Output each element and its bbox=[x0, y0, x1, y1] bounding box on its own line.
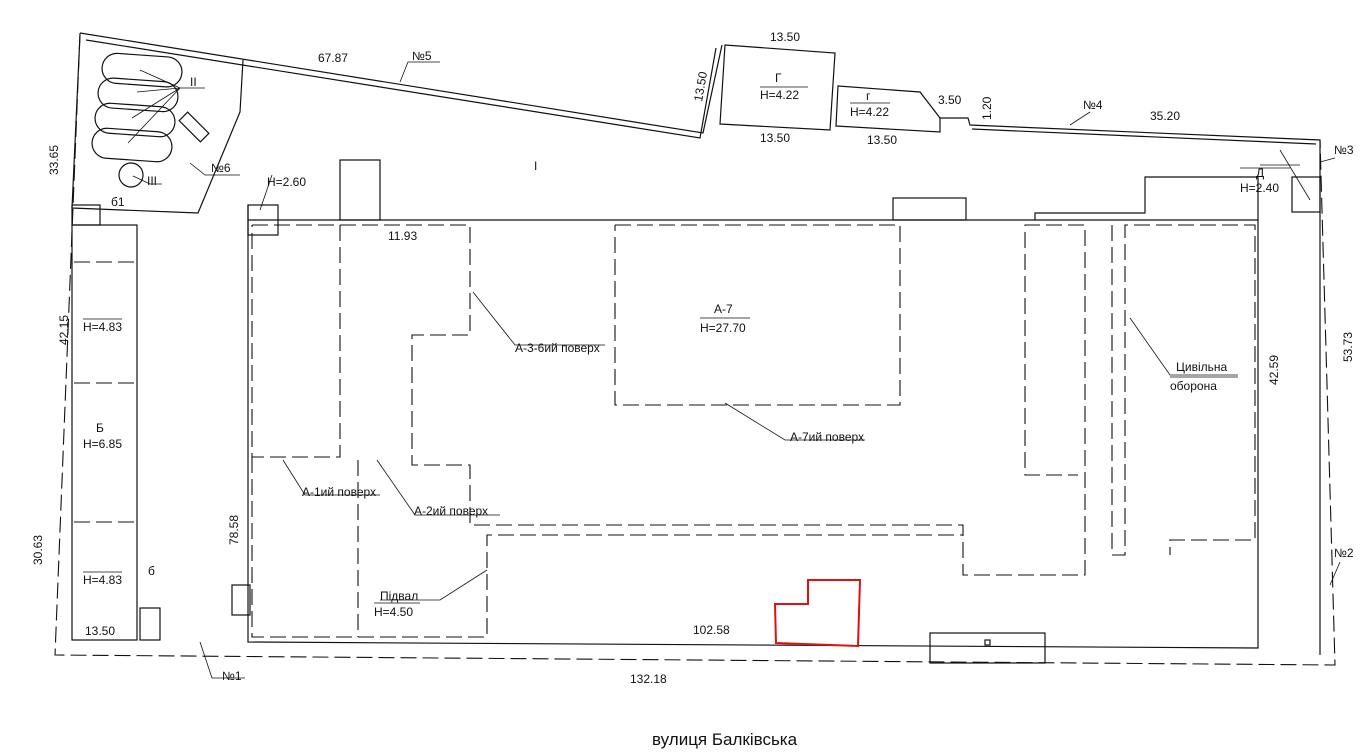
svg-text:11.93: 11.93 bbox=[388, 229, 417, 243]
entrance-door bbox=[984, 639, 991, 646]
svg-text:Г: Г bbox=[775, 71, 782, 85]
building-b-small bbox=[139, 607, 161, 641]
site-boundary bbox=[54, 32, 1336, 666]
floor-a36 bbox=[340, 224, 1086, 576]
svg-text:№1: №1 bbox=[222, 669, 242, 683]
svg-text:1.20: 1.20 bbox=[980, 96, 994, 120]
svg-text:А-3-6ий поверх: А-3-6ий поверх bbox=[515, 341, 600, 355]
svg-text:13.50: 13.50 bbox=[85, 624, 115, 638]
svg-text:б1: б1 bbox=[111, 195, 125, 209]
building-b-divisions bbox=[74, 261, 135, 523]
svg-text:II: II bbox=[190, 75, 197, 89]
markers: №1 №2 №3 №4 №5 №6 I II III б1 б bbox=[111, 49, 1354, 683]
svg-text:30.63: 30.63 bbox=[31, 535, 45, 565]
building-b bbox=[71, 224, 138, 641]
floor-civil bbox=[1111, 224, 1256, 556]
svg-text:А-7: А-7 bbox=[714, 302, 733, 316]
svg-text:Цивільна: Цивільна bbox=[1176, 360, 1228, 374]
tank-enclosure bbox=[71, 34, 244, 214]
basement bbox=[251, 457, 963, 638]
svg-text:оборона: оборона bbox=[1170, 379, 1217, 393]
svg-text:А-1ий поверх: А-1ий поверх bbox=[302, 485, 376, 499]
street-name: вулиця Балківська bbox=[652, 730, 798, 749]
main-building-outline bbox=[247, 205, 1259, 649]
svg-text:№6: №6 bbox=[211, 161, 231, 175]
svg-text:H=2.60: H=2.60 bbox=[267, 175, 306, 189]
svg-text:Б: Б bbox=[96, 421, 104, 435]
svg-text:H=4.22: H=4.22 bbox=[850, 105, 889, 119]
svg-text:3.50: 3.50 bbox=[938, 93, 962, 107]
svg-text:42.15: 42.15 bbox=[57, 315, 71, 345]
svg-text:Д: Д bbox=[1256, 166, 1264, 180]
svg-text:№5: №5 bbox=[412, 49, 432, 63]
floor-a7 bbox=[614, 224, 901, 406]
svg-text:13.50: 13.50 bbox=[770, 30, 800, 44]
stair-block-left bbox=[247, 204, 279, 236]
svg-text:H=4.50: H=4.50 bbox=[374, 605, 413, 619]
svg-text:35.20: 35.20 bbox=[1150, 109, 1180, 123]
tanks bbox=[91, 52, 210, 188]
svg-text:13.50: 13.50 bbox=[867, 133, 897, 147]
svg-text:№2: №2 bbox=[1334, 546, 1354, 560]
building-d bbox=[1291, 176, 1321, 213]
annex-top bbox=[892, 197, 967, 221]
svg-text:№3: №3 bbox=[1334, 143, 1354, 157]
leader-lines bbox=[189, 61, 1341, 679]
building-labels: Г H=4.22 г H=4.22 Д H=2.40 H=2.60 Б H=6.… bbox=[83, 71, 1290, 619]
annex-right bbox=[1034, 176, 1259, 220]
building-g-upper bbox=[719, 44, 836, 131]
svg-text:13.50: 13.50 bbox=[691, 70, 710, 102]
dimension-labels: 67.87 13.50 13.50 13.50 13.50 3.50 1.20 … bbox=[31, 30, 1355, 686]
svg-text:H=4.83: H=4.83 bbox=[83, 320, 122, 334]
svg-text:33.65: 33.65 bbox=[47, 145, 61, 175]
callouts: А-3-6ий поверх А-7ий поверх А-1ий поверх… bbox=[302, 341, 1228, 518]
svg-text:42.59: 42.59 bbox=[1267, 355, 1281, 385]
svg-text:13.50: 13.50 bbox=[760, 131, 790, 145]
svg-text:132.18: 132.18 bbox=[630, 672, 667, 686]
svg-text:H=2.40: H=2.40 bbox=[1240, 181, 1279, 195]
building-g-lower bbox=[835, 85, 941, 133]
svg-text:78.58: 78.58 bbox=[227, 515, 241, 545]
floor-a1 bbox=[251, 224, 341, 458]
svg-text:67.87: 67.87 bbox=[318, 51, 348, 65]
entrance bbox=[929, 632, 1046, 664]
svg-text:H=6.85: H=6.85 bbox=[83, 437, 122, 451]
svg-text:H=4.22: H=4.22 bbox=[760, 88, 799, 102]
wall-n4 bbox=[940, 117, 1321, 655]
building-b1 bbox=[71, 204, 101, 226]
svg-text:H=27.70: H=27.70 bbox=[700, 321, 746, 335]
highlighted-area bbox=[773, 579, 862, 648]
wall-n4-inner bbox=[971, 128, 1317, 145]
wall-n5 bbox=[79, 32, 723, 134]
svg-text:I: I bbox=[534, 159, 537, 173]
svg-text:№4: №4 bbox=[1083, 98, 1103, 112]
svg-text:102.58: 102.58 bbox=[693, 623, 730, 637]
svg-text:53.73: 53.73 bbox=[1341, 332, 1355, 362]
svg-text:А-7ий поверх: А-7ий поверх bbox=[790, 430, 864, 444]
svg-text:III: III bbox=[147, 174, 157, 188]
svg-text:А-2ий поверх: А-2ий поверх bbox=[414, 504, 488, 518]
svg-text:б: б bbox=[148, 564, 155, 578]
stair-block-top bbox=[339, 159, 381, 221]
wall-n5-inner bbox=[85, 39, 717, 139]
svg-text:H=4.83: H=4.83 bbox=[83, 573, 122, 587]
svg-text:г: г bbox=[866, 89, 871, 103]
side-block bbox=[231, 584, 251, 616]
svg-text:Підвал: Підвал bbox=[380, 589, 418, 603]
